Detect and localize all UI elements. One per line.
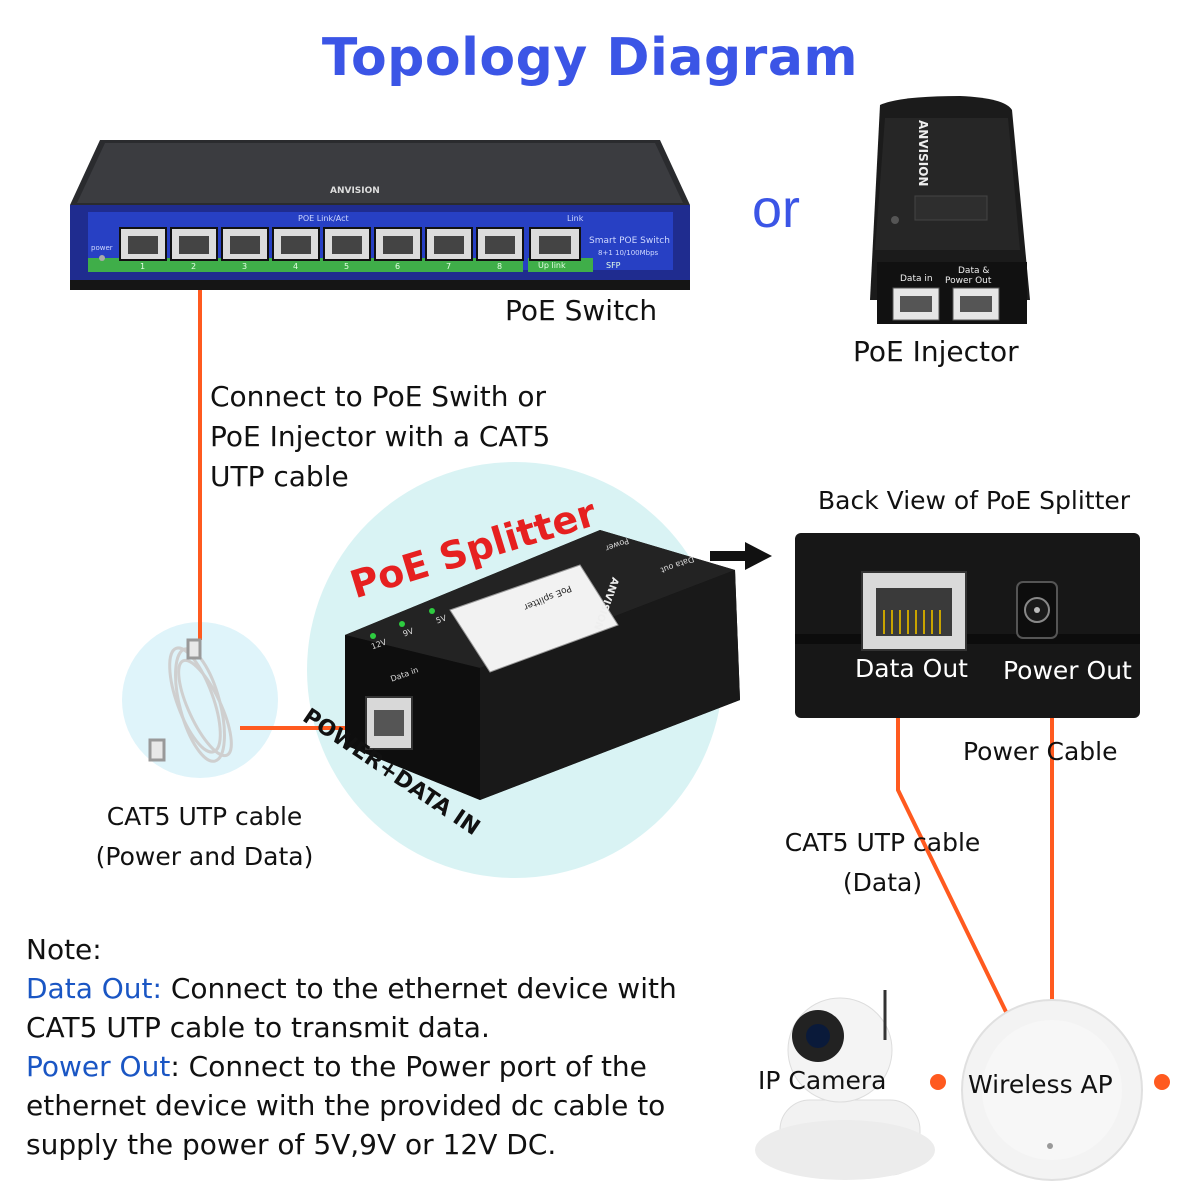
switch-port-number: 3 <box>242 262 248 271</box>
switch-power-label: power <box>91 244 113 252</box>
label-poe-switch: PoE Switch <box>505 294 658 327</box>
ip-camera-device <box>755 990 935 1180</box>
note-data-out: Data Out: Connect to the ethernet device… <box>26 969 746 1047</box>
injector-brand: ANVISION <box>916 120 930 187</box>
coiled-cable <box>148 638 233 763</box>
connect-instruction: Connect to PoE Swith or PoE Injector wit… <box>210 377 550 497</box>
label-wireless-ap: Wireless AP <box>968 1070 1113 1099</box>
label-power-out: Power Out <box>1003 656 1132 685</box>
bullet-dot-ip-camera <box>930 1074 946 1090</box>
switch-brand: ANVISION <box>330 186 380 196</box>
injector-data-and-label: Data & <box>958 266 990 276</box>
injector-data-in-label: Data in <box>900 274 933 284</box>
splitter-back-view <box>795 533 1140 718</box>
connect-line-3: UTP cable <box>210 460 349 493</box>
switch-port-number: 8 <box>497 262 503 271</box>
note-block: Note: Data Out: Connect to the ethernet … <box>26 930 746 1164</box>
switch-model-label: Smart POE Switch <box>589 236 670 246</box>
switch-port-number: 7 <box>446 262 452 271</box>
poe-injector-device <box>870 96 1030 324</box>
note-data-out-text: Connect to the ethernet device with CAT5… <box>26 972 677 1044</box>
label-poe-injector: PoE Injector <box>853 335 1019 368</box>
switch-poe-label: POE Link/Act <box>298 214 349 223</box>
injector-power-out-label: Power Out <box>945 276 992 286</box>
or-text: or <box>752 179 801 239</box>
cat5-data-line-2: (Data) <box>842 868 923 897</box>
note-power-out: Power Out: Connect to the Power port of … <box>26 1047 746 1164</box>
note-power-out-text: : Connect to the Power port of the ether… <box>26 1050 666 1161</box>
switch-port-number: 6 <box>395 262 401 271</box>
switch-port-number: 1 <box>140 262 146 271</box>
note-heading: Note: <box>26 933 102 966</box>
cat5-data-line-1: CAT5 UTP cable <box>784 828 981 857</box>
label-cat5-power-data: CAT5 UTP cable (Power and Data) <box>72 797 337 877</box>
poe-switch-device <box>70 140 690 290</box>
label-power-cable: Power Cable <box>963 737 1118 766</box>
switch-port-number: 4 <box>293 262 299 271</box>
label-back-view: Back View of PoE Splitter <box>818 486 1131 515</box>
switch-port-number: 2 <box>191 262 197 271</box>
label-cat5-data: CAT5 UTP cable (Data) <box>770 823 995 903</box>
switch-port-number: 5 <box>344 262 350 271</box>
bullet-dot-wireless-ap <box>1154 1074 1170 1090</box>
poe-splitter-device <box>345 530 740 800</box>
switch-link-label: Link <box>567 214 584 223</box>
connect-line-2: PoE Injector with a CAT5 <box>210 420 551 453</box>
note-data-out-key: Data Out: <box>26 972 162 1005</box>
label-data-out: Data Out <box>855 654 968 683</box>
wireless-ap-device <box>961 999 1143 1181</box>
cat5-pd-line-2: (Power and Data) <box>95 842 314 871</box>
label-ip-camera: IP Camera <box>758 1066 887 1095</box>
switch-spec-label: 8+1 10/100Mbps <box>598 249 659 257</box>
note-power-out-key: Power Out <box>26 1050 171 1083</box>
connect-line-1: Connect to PoE Swith or <box>210 380 547 413</box>
cat5-pd-line-1: CAT5 UTP cable <box>106 802 303 831</box>
diagram-title: Topology Diagram <box>321 28 859 88</box>
switch-sfp-label: SFP <box>606 261 621 270</box>
right-arrow <box>710 542 772 570</box>
switch-uplink-label: Up link <box>538 261 566 270</box>
